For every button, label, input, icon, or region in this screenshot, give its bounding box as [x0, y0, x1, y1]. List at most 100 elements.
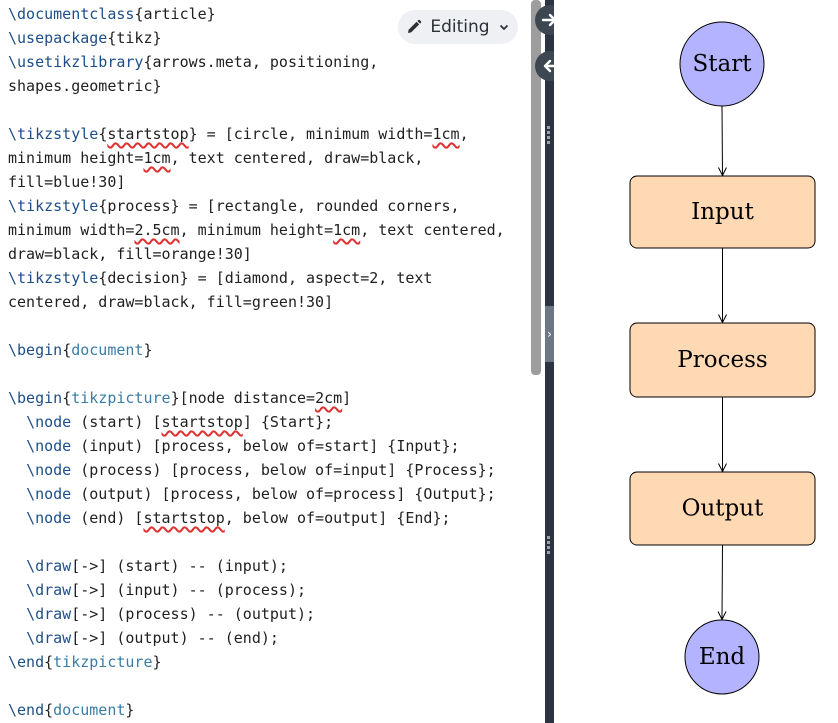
edge-start-to-input [722, 105, 723, 176]
code-line: \documentclass{article} [8, 2, 528, 26]
edge-output-to-end [722, 544, 723, 620]
node-input [629, 175, 816, 249]
code-token [8, 557, 26, 575]
code-line [8, 98, 528, 122]
code-token: (end) [ [71, 509, 144, 527]
latex-command: \tikzstyle [8, 125, 99, 143]
misspelled-token: 1cm [143, 149, 171, 167]
node-label-start: Start [693, 51, 753, 77]
chevron-down-icon [499, 24, 508, 31]
node-end [684, 619, 760, 695]
code-line: \node (process) [process, below of=input… [8, 458, 528, 482]
code-line: minimum width=2.5cm, minimum height=1cm,… [8, 218, 528, 242]
latex-command: \draw [26, 605, 72, 623]
code-line: \node (end) [startstop, below of=output]… [8, 506, 528, 530]
code-token: , text centered, [360, 221, 505, 239]
node-label-process: Process [677, 347, 767, 373]
chevron-right-icon: › [547, 327, 552, 341]
misspelled-token: 1cm [432, 125, 460, 143]
editor-scrollbar[interactable] [531, 0, 541, 375]
code-token: ] [342, 389, 352, 407]
code-token [8, 413, 26, 431]
code-line: \end{document} [8, 698, 528, 722]
latex-command: \end [8, 653, 45, 671]
code-line [8, 674, 528, 698]
code-token [8, 629, 26, 647]
code-token: } [143, 341, 153, 359]
misspelled-token: 2.5cm [134, 221, 180, 239]
code-token: (start) [ [71, 413, 162, 431]
code-line: \node (output) [process, below of=proces… [8, 482, 528, 506]
editing-mode-button[interactable]: Editing [398, 10, 518, 44]
code-line: shapes.geometric} [8, 74, 528, 98]
latex-command: \node [26, 437, 72, 455]
collapse-tab[interactable]: › [545, 306, 554, 362]
code-token [8, 581, 26, 599]
code-token: , minimum height= [179, 221, 334, 239]
misspelled-token: startstop [161, 413, 243, 431]
code-token: } = [circle, minimum width= [188, 125, 433, 143]
code-token: { [62, 341, 72, 359]
node-output [629, 471, 816, 546]
code-token: ] {Start}; [242, 413, 334, 431]
code-line [8, 314, 528, 338]
code-line: \draw[->] (process) -- (output); [8, 602, 528, 626]
editing-mode-label: Editing [430, 17, 490, 37]
code-token [8, 605, 26, 623]
code-line: fill=blue!30] [8, 170, 528, 194]
code-token: { [44, 701, 54, 719]
misspelled-token: 2cm [315, 389, 343, 407]
code-token: document [71, 341, 144, 359]
code-token: {process} = [rectangle, rounded corners, [98, 197, 460, 215]
latex-command: \end [8, 701, 45, 719]
code-token: minimum width= [8, 221, 135, 239]
code-token: [->] (input) -- (process); [71, 581, 307, 599]
latex-command: \tikzstyle [8, 269, 99, 287]
latex-command: \node [26, 485, 72, 503]
code-editor[interactable]: \documentclass{article}\usepackage{tikz}… [0, 0, 545, 723]
code-line: \tikzstyle{process} = [rectangle, rounde… [8, 194, 528, 218]
code-line: \usetikzlibrary{arrows.meta, positioning… [8, 50, 528, 74]
code-token: document [53, 701, 126, 719]
code-token: }[node distance= [170, 389, 316, 407]
code-token: [->] (start) -- (input); [71, 557, 288, 575]
code-line: \node (start) [startstop] {Start}; [8, 410, 528, 434]
node-label-end: End [699, 644, 746, 670]
code-token: , text centered, draw=black, [170, 149, 424, 167]
code-token: fill=blue!30] [8, 173, 126, 191]
code-token: { [62, 389, 72, 407]
code-line: \tikzstyle{decision} = [diamond, aspect=… [8, 266, 528, 290]
misspelled-token: 1cm [333, 221, 361, 239]
code-line: \node (input) [process, below of=start] … [8, 434, 528, 458]
code-token [8, 509, 26, 527]
misspelled-token: startstop [143, 509, 225, 527]
code-token: centered, draw=black, fill=green!30] [8, 293, 334, 311]
divider-grip-top[interactable] [547, 126, 551, 146]
code-token: draw=black, fill=orange!30] [8, 245, 252, 263]
latex-command: \usepackage [8, 29, 108, 47]
code-line: \draw[->] (start) -- (input); [8, 554, 528, 578]
latex-command: \draw [26, 557, 72, 575]
code-token: tikzpicture [53, 653, 153, 671]
code-token: , below of=output] {End}; [224, 509, 451, 527]
code-line: \begin{tikzpicture}[node distance=2cm] [8, 386, 528, 410]
code-line [8, 530, 528, 554]
divider-grip-bottom[interactable] [547, 536, 551, 556]
code-token: (input) [process, below of=start] {Input… [71, 437, 460, 455]
latex-command: \usetikzlibrary [8, 53, 144, 71]
code-token: { [98, 125, 108, 143]
code-token: shapes.geometric} [8, 77, 162, 95]
node-process [629, 322, 816, 398]
latex-command: \node [26, 413, 72, 431]
latex-command: \node [26, 461, 72, 479]
latex-command: \tikzstyle [8, 197, 99, 215]
code-area[interactable]: \documentclass{article}\usepackage{tikz}… [8, 2, 528, 722]
latex-command: \draw [26, 629, 72, 647]
code-line: \begin{document} [8, 338, 528, 362]
code-token: (process) [process, below of=input] {Pro… [71, 461, 496, 479]
node-label-output: Output [682, 496, 764, 522]
node-label-input: Input [691, 199, 754, 225]
code-token: } [152, 653, 162, 671]
